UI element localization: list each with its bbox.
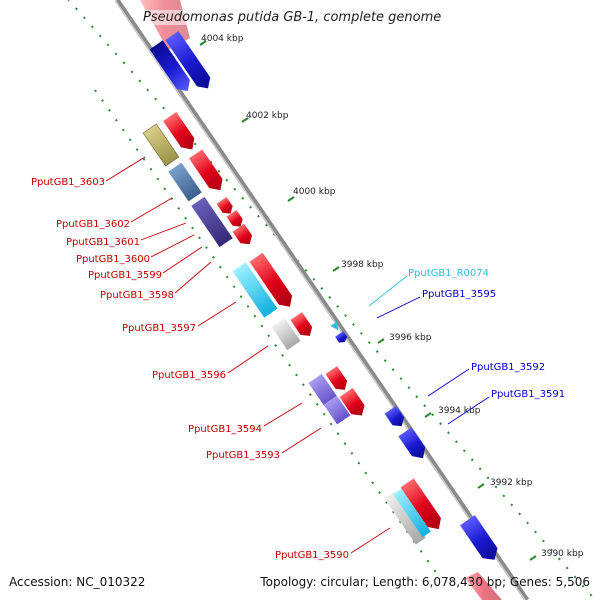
gene-label: PputGB1_R0074 — [408, 268, 489, 279]
gene-label: PputGB1_3595 — [422, 289, 496, 300]
leader-3603 — [105, 156, 146, 182]
leader-3601 — [140, 222, 187, 241]
leader-R0074 — [368, 275, 408, 307]
leader-3596 — [227, 345, 269, 374]
gene-3603-block — [142, 123, 180, 167]
gene-red-arrow-5 — [232, 223, 253, 245]
gene-red-arrow-8 — [325, 366, 348, 390]
gene-red-arrow-7 — [290, 312, 313, 336]
scale-ticks — [199, 40, 537, 561]
tick-label: 3992 kbp — [490, 478, 533, 488]
gene-label: PputGB1_3600 — [76, 254, 150, 265]
tick-mark — [199, 40, 207, 46]
leader-3593 — [281, 427, 322, 454]
tick-label: 3994 kbp — [438, 406, 481, 416]
leader-3602 — [130, 197, 173, 223]
gene-R0074-rna — [330, 321, 339, 331]
gene-features — [142, 31, 498, 560]
tick-mark — [332, 266, 340, 272]
tick-label: 3996 kbp — [389, 333, 432, 343]
gene-3597-block — [232, 262, 278, 318]
tick-mark — [424, 412, 432, 418]
gene-label: PputGB1_3598 — [100, 290, 174, 301]
gene-blue-arrow-2 — [165, 31, 211, 89]
map-title: Pseudomonas putida GB-1, complete genome — [143, 10, 442, 25]
tick-label: 4002 kbp — [246, 111, 289, 121]
gene-red-arrow-6 — [249, 252, 293, 307]
leader-3598 — [174, 261, 212, 294]
gene-3602-block — [168, 162, 202, 202]
gene-label: PputGB1_3593 — [206, 450, 280, 461]
tick-label: 4004 kbp — [201, 34, 244, 44]
gene-labels: PputGB1_3603 PputGB1_3602 PputGB1_3601 P… — [31, 177, 565, 561]
accession-text: Accession: NC_010322 — [9, 575, 146, 589]
gene-3590-block — [393, 488, 431, 538]
gene-label: PputGB1_3601 — [66, 237, 140, 248]
gene-3591-arrow — [398, 427, 426, 459]
tick-label: 3990 kbp — [541, 549, 584, 559]
gene-blue-arrow-bottom — [460, 515, 498, 560]
gene-label: PputGB1_3592 — [471, 362, 545, 373]
gene-red-arrow-3 — [216, 197, 233, 214]
gene-label: PputGB1_3590 — [275, 550, 349, 561]
tick-label: 4000 kbp — [293, 187, 336, 197]
gene-3594-block — [308, 373, 338, 407]
leader-3600 — [150, 234, 195, 258]
leader-3591 — [447, 396, 490, 425]
gene-3595-small — [335, 331, 348, 343]
leader-3599 — [162, 246, 203, 274]
genome-backbone — [114, 0, 530, 600]
gene-label: PputGB1_3603 — [31, 177, 105, 188]
gene-3601-3600-block — [191, 196, 233, 248]
gene-3596-block — [271, 317, 301, 351]
leader-3590 — [350, 527, 391, 554]
tick-mark — [287, 196, 295, 202]
gene-label: PputGB1_3599 — [88, 270, 162, 281]
gene-label: PputGB1_3596 — [152, 370, 226, 381]
gene-3590-gray-block — [384, 491, 426, 545]
scale-tick-labels: 4004 kbp 4002 kbp 4000 kbp 3998 kbp 3996… — [201, 34, 584, 559]
gene-red-arrow-9 — [339, 387, 365, 416]
gene-label: PputGB1_3602 — [56, 219, 130, 230]
gene-partial-bottom — [465, 572, 502, 600]
gene-red-arrow-1 — [163, 111, 195, 150]
gene-blue-arrow-1 — [149, 40, 190, 92]
leader-3594 — [263, 402, 303, 427]
gene-label: PputGB1_3594 — [188, 424, 262, 435]
label-leaders — [105, 156, 490, 554]
tick-label: 3998 kbp — [341, 260, 384, 270]
tick-mark — [241, 117, 249, 123]
gene-3593-block — [323, 395, 351, 425]
tick-mark — [377, 338, 385, 344]
leader-3592 — [427, 368, 470, 397]
tick-mark — [529, 555, 537, 561]
topology-summary-text: Topology: circular; Length: 6,078,430 bp… — [260, 575, 590, 589]
gene-red-arrow-4 — [226, 210, 243, 227]
gene-red-arrow-10 — [400, 478, 441, 530]
tick-mark — [477, 483, 485, 489]
leader-3595 — [376, 296, 421, 319]
gene-red-arrow-2 — [188, 149, 223, 191]
gene-label: PputGB1_3597 — [122, 323, 196, 334]
gene-3592-arrow — [384, 405, 405, 427]
leader-3597 — [197, 301, 237, 327]
gene-label: PputGB1_3591 — [491, 389, 565, 400]
